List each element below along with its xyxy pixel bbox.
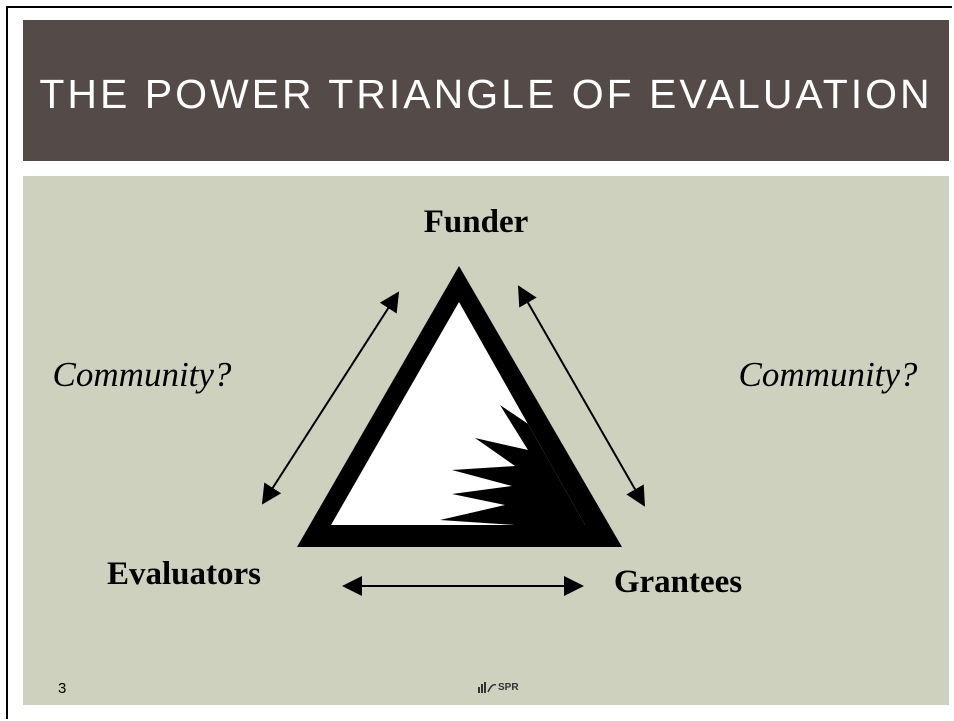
node-grantees: Grantees — [614, 564, 742, 600]
node-evaluators: Evaluators — [107, 556, 261, 592]
spr-logo-icon — [478, 682, 496, 693]
logo-text: SPR — [498, 681, 519, 693]
node-funder: Funder — [424, 204, 529, 240]
arrow-funder-evaluators — [261, 291, 400, 505]
warning-triangle-explosion-icon — [297, 266, 622, 547]
arrow-funder-grantees — [518, 285, 645, 507]
page-number: 3 — [58, 680, 67, 697]
spr-logo: SPR — [478, 681, 519, 693]
side-label-left: Community? — [53, 355, 232, 394]
title-bar: THE POWER TRIANGLE OF EVALUATION — [23, 20, 949, 161]
side-label-right: Community? — [739, 355, 918, 394]
slide-title: THE POWER TRIANGLE OF EVALUATION — [39, 71, 933, 117]
